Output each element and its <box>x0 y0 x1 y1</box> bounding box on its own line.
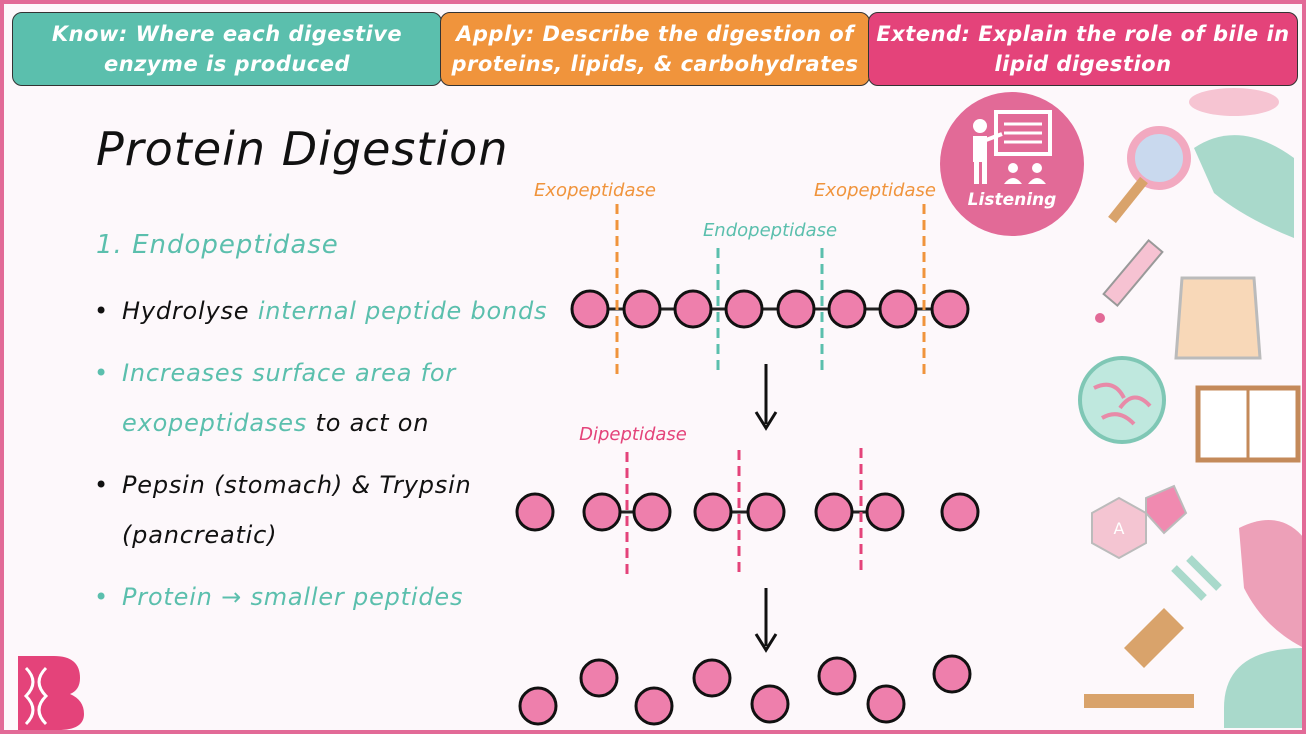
exopeptidase-label-right: Exopeptidase <box>814 180 936 201</box>
bullet-highlight: internal peptide bonds <box>257 297 548 325</box>
free-amino-acids <box>518 654 972 726</box>
endopeptidase-label: Endopeptidase <box>703 220 837 241</box>
bullet-list: • Hydrolyse internal peptide bonds • Inc… <box>94 286 564 634</box>
amino-acid <box>632 492 672 532</box>
bullet-text: Hydrolyse <box>122 297 258 325</box>
amino-acid <box>930 289 970 329</box>
listening-badge: Listening <box>940 92 1084 236</box>
dipeptides-row <box>515 492 980 532</box>
adenine-molecule-icon <box>1091 496 1147 560</box>
amino-acid <box>582 492 622 532</box>
pill-icon <box>1189 88 1279 116</box>
extend-banner: Extend: Explain the role of bile in lipi… <box>868 12 1298 86</box>
protein-digestion-diagram: Exopeptidase Exopeptidase Endopeptidase … <box>515 180 980 726</box>
heart-icon <box>1239 520 1302 647</box>
amino-acid <box>518 686 558 726</box>
amino-acid <box>724 289 764 329</box>
bullet-surface-area: • Increases surface area for exopeptidas… <box>94 348 564 448</box>
bullet-dot: • <box>94 471 109 499</box>
apply-banner-text: Apply: Describe the digestion of protein… <box>451 22 859 76</box>
svg-text:A: A <box>1114 519 1125 538</box>
amino-acid <box>579 658 619 698</box>
amino-acid <box>940 492 980 532</box>
amino-acid <box>878 289 918 329</box>
amino-acid <box>817 656 857 696</box>
bullet-dot: • <box>94 297 109 325</box>
amino-acid <box>673 289 713 329</box>
know-banner-text: Know: Where each digestive enzyme is pro… <box>51 22 403 76</box>
section-heading: 1. Endopeptidase <box>96 230 339 260</box>
amino-acid <box>865 492 905 532</box>
bullet-highlight: Increases surface area for exopeptidases <box>122 359 457 437</box>
brand-logo <box>18 656 84 730</box>
amino-acid <box>570 289 610 329</box>
glove-icon <box>1194 135 1294 238</box>
teacher-presentation-icon <box>973 110 1052 184</box>
amino-acid <box>827 289 867 329</box>
cell-icon <box>1078 356 1166 444</box>
apply-banner: Apply: Describe the digestion of protein… <box>440 12 870 86</box>
bullet-dot: • <box>94 359 109 387</box>
amino-acid <box>776 289 816 329</box>
amino-acid <box>750 684 790 724</box>
bullet-highlight: Protein → smaller peptides <box>122 583 464 611</box>
amino-acid <box>515 492 555 532</box>
bullet-enzymes: • Pepsin (stomach) & Trypsin (pancreatic… <box>94 460 564 560</box>
exopeptidase-label-left: Exopeptidase <box>534 180 656 201</box>
beaker-icon <box>1174 276 1262 360</box>
bullet-hydrolyse: • Hydrolyse internal peptide bonds <box>94 286 564 336</box>
slide-title: Protein Digestion <box>96 122 509 176</box>
magnifier-icon <box>1127 126 1191 190</box>
bullet-products: • Protein → smaller peptides <box>94 572 564 622</box>
extend-banner-text: Extend: Explain the role of bile in lipi… <box>876 22 1290 76</box>
amino-acid <box>746 492 786 532</box>
microscope-icon <box>1124 608 1184 668</box>
know-banner: Know: Where each digestive enzyme is pro… <box>12 12 442 86</box>
bullet-dot: • <box>94 583 109 611</box>
biology-decoration: A <box>1078 88 1302 728</box>
arrow-down-2 <box>754 588 778 653</box>
amino-acid <box>692 658 732 698</box>
amino-acid <box>634 686 674 726</box>
petri-dish-icon <box>1224 648 1302 728</box>
arrow-down-1 <box>754 364 778 431</box>
listening-label: Listening <box>967 190 1057 210</box>
syringe-icon <box>1102 238 1164 308</box>
amino-acid <box>866 684 906 724</box>
bullet-text: to act on <box>307 409 430 437</box>
amino-acid <box>932 654 972 694</box>
amino-acid <box>693 492 733 532</box>
amino-acid <box>814 492 854 532</box>
bullet-text: Pepsin (stomach) & Trypsin (pancreatic) <box>122 471 472 549</box>
polypeptide-chain <box>570 289 970 329</box>
dipeptidase-label: Dipeptidase <box>579 424 687 445</box>
amino-acid <box>622 289 662 329</box>
